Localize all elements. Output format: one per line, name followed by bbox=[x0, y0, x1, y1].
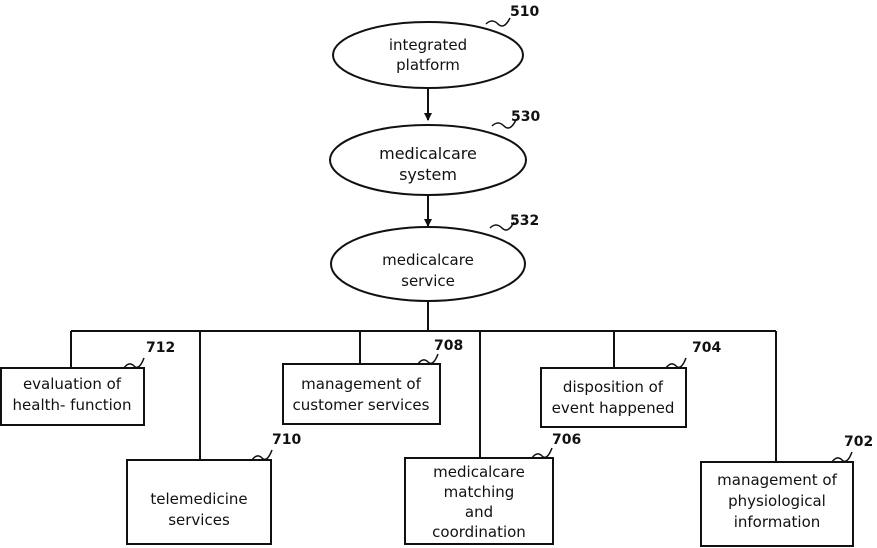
box-shape bbox=[541, 368, 686, 427]
node-label-line: management of bbox=[717, 471, 837, 489]
node-label-line: health- function bbox=[13, 396, 132, 414]
node-label-line: physiological bbox=[728, 492, 826, 510]
node-label-line: platform bbox=[396, 56, 460, 74]
reference-leader bbox=[124, 358, 144, 368]
node-medicalcare-service: medicalcare service 532 bbox=[331, 213, 539, 301]
reference-number: 704 bbox=[692, 340, 721, 356]
node-label-line: information bbox=[734, 513, 821, 531]
reference-leader bbox=[418, 354, 438, 364]
reference-number: 708 bbox=[434, 338, 463, 354]
node-label-line: and bbox=[465, 503, 493, 521]
reference-leader bbox=[532, 448, 552, 458]
box-shape bbox=[283, 364, 440, 424]
node-label-line: service bbox=[401, 272, 455, 290]
node-label-line: medicalcare bbox=[382, 251, 474, 269]
ellipse-shape bbox=[333, 22, 523, 88]
reference-number: 510 bbox=[510, 4, 539, 20]
node-management-of-customer-services: management of customer services 708 bbox=[283, 338, 463, 424]
reference-number: 532 bbox=[510, 213, 539, 229]
node-label-line: matching bbox=[444, 483, 515, 501]
node-medicalcare-system: medicalcare system 530 bbox=[330, 109, 540, 195]
reference-number: 710 bbox=[272, 432, 301, 448]
reference-leader bbox=[252, 450, 272, 460]
reference-number: 706 bbox=[552, 432, 581, 448]
reference-leader bbox=[832, 452, 852, 462]
node-label-line: medicalcare bbox=[433, 463, 525, 481]
node-label-line: medicalcare bbox=[379, 144, 477, 163]
node-label-line: evaluation of bbox=[23, 375, 122, 393]
node-telemedicine-services: telemedicine services 710 bbox=[127, 432, 301, 544]
node-label-line: event happened bbox=[552, 399, 675, 417]
node-label-line: integrated bbox=[389, 36, 467, 54]
reference-number: 530 bbox=[511, 109, 540, 125]
node-management-of-physiological-information: management of physiological information … bbox=[701, 434, 873, 546]
node-label-line: customer services bbox=[293, 396, 430, 414]
reference-leader bbox=[486, 18, 510, 26]
node-label-line: disposition of bbox=[563, 378, 664, 396]
node-medicalcare-matching-and-coordination: medicalcare matching and coordination 70… bbox=[405, 432, 581, 544]
node-label-line: management of bbox=[301, 375, 421, 393]
node-integrated-platform: integrated platform 510 bbox=[333, 4, 539, 88]
reference-number: 702 bbox=[844, 434, 873, 450]
node-disposition-of-event-happened: disposition of event happened 704 bbox=[541, 340, 721, 427]
node-evaluation-of-health-function: evaluation of health- function 712 bbox=[1, 340, 175, 425]
node-label-line: coordination bbox=[432, 523, 526, 541]
reference-number: 712 bbox=[146, 340, 175, 356]
node-label-line: system bbox=[399, 165, 457, 184]
reference-leader bbox=[666, 358, 686, 368]
node-label-line: services bbox=[168, 511, 230, 529]
node-label-line: telemedicine bbox=[150, 490, 247, 508]
